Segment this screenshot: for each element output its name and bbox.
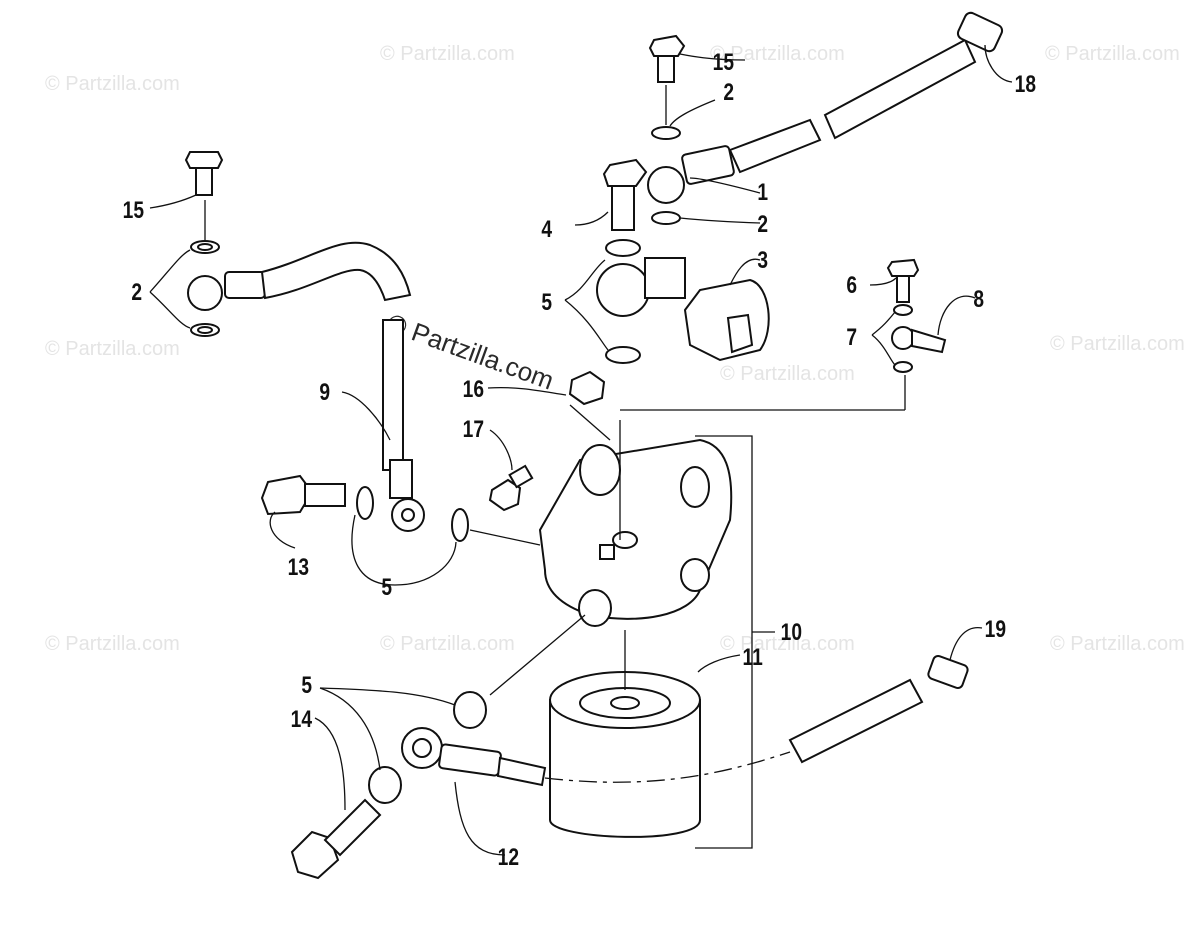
mount-hole-right bbox=[680, 466, 710, 508]
hose-1-far bbox=[823, 38, 977, 140]
washer-5-right bbox=[451, 508, 469, 542]
callout-15-top: 15 bbox=[713, 48, 734, 76]
upper-center-assembly bbox=[596, 11, 1004, 364]
bolt-13-shank bbox=[304, 483, 346, 507]
hose-9 bbox=[382, 319, 404, 471]
washer-5-bottom bbox=[605, 346, 641, 364]
filter-body bbox=[549, 699, 701, 838]
callout-5-left: 5 bbox=[381, 573, 392, 601]
watermark-text: © Partzilla.com bbox=[720, 363, 855, 385]
lower-line-assembly bbox=[290, 614, 969, 880]
watermark-text: © Partzilla.com bbox=[1050, 633, 1185, 655]
oil-filter-11 bbox=[549, 630, 701, 838]
banjo-1 bbox=[647, 166, 685, 204]
mount-hole-left bbox=[579, 444, 621, 496]
fitting-8 bbox=[911, 328, 947, 354]
bolt-17 bbox=[488, 478, 522, 512]
callout-2-top: 2 bbox=[723, 78, 734, 106]
callout-5-top: 5 bbox=[541, 288, 552, 316]
callout-2-mid: 2 bbox=[757, 210, 768, 238]
callout-12: 12 bbox=[498, 843, 519, 871]
watermark-text: © Partzilla.com bbox=[1045, 43, 1180, 65]
callout-6: 6 bbox=[846, 271, 857, 299]
watermark-text: © Partzilla.com bbox=[380, 43, 515, 65]
callout-15-left: 15 bbox=[123, 196, 144, 224]
banjo-bolt-15-left bbox=[195, 164, 213, 196]
callout-10: 10 bbox=[781, 618, 802, 646]
washer-7-top bbox=[893, 304, 913, 316]
bolt-13-assembly bbox=[260, 474, 541, 546]
callout-13: 13 bbox=[288, 553, 309, 581]
left-oil-line-assembly bbox=[184, 151, 425, 532]
callout-3: 3 bbox=[757, 246, 768, 274]
hose-crimp bbox=[224, 271, 266, 299]
hose-19 bbox=[788, 678, 924, 764]
clamp-19 bbox=[927, 654, 969, 690]
hose-9-crimp bbox=[389, 459, 413, 499]
bolt-14-shank bbox=[323, 798, 382, 857]
hose-12-crimp bbox=[438, 743, 502, 777]
hose-12 bbox=[496, 756, 547, 787]
fitting-8-eye bbox=[891, 326, 915, 350]
watermark-text: © Partzilla.com bbox=[45, 73, 180, 95]
leader-lines bbox=[149, 44, 1013, 856]
bracket-10 bbox=[695, 435, 753, 849]
banjo-fitting bbox=[187, 275, 223, 311]
watermark-text: © Partzilla.com bbox=[45, 633, 180, 655]
solenoid-3 bbox=[683, 278, 770, 362]
callout-labels: 15 2 9 16 17 13 5 4 5 15 2 1 2 3 18 6 8 … bbox=[123, 48, 1036, 871]
callout-11: 11 bbox=[743, 643, 763, 671]
side-port bbox=[680, 558, 710, 592]
callout-19: 19 bbox=[985, 615, 1006, 643]
check-valve bbox=[644, 257, 686, 299]
callout-17: 17 bbox=[463, 415, 484, 443]
outlet-port bbox=[578, 589, 612, 627]
banjo-bolt-14-head bbox=[290, 830, 340, 880]
right-fitting-assembly bbox=[886, 258, 947, 373]
hose-upper-left bbox=[260, 241, 412, 302]
callout-18: 18 bbox=[1015, 70, 1036, 98]
washer-2-mid bbox=[651, 211, 681, 225]
callout-7: 7 bbox=[846, 323, 857, 351]
watermark-text: © Partzilla.com bbox=[1050, 333, 1185, 355]
filter-head-assembly bbox=[488, 370, 906, 627]
callout-9: 9 bbox=[319, 378, 330, 406]
callout-2-left: 2 bbox=[131, 278, 142, 306]
callout-16: 16 bbox=[463, 375, 484, 403]
callout-5-lower: 5 bbox=[301, 671, 312, 699]
washer-5-top bbox=[605, 239, 641, 257]
washer-7-bottom bbox=[893, 361, 913, 373]
banjo-bolt-13 bbox=[260, 474, 314, 516]
bolt-4-head bbox=[602, 158, 648, 187]
watermark-text: © Partzilla.com bbox=[720, 633, 855, 655]
callout-1: 1 bbox=[757, 178, 768, 206]
bolt-head bbox=[184, 151, 224, 169]
callout-4: 4 bbox=[541, 215, 552, 243]
watermark-text: © Partzilla.com bbox=[380, 633, 515, 655]
washer-5-left bbox=[356, 486, 374, 520]
plug-16-head bbox=[568, 370, 606, 406]
plug-16 bbox=[599, 544, 615, 560]
watermark-text: © Partzilla.com bbox=[45, 338, 180, 360]
hose-1-crimp bbox=[681, 145, 735, 185]
callout-14: 14 bbox=[291, 705, 312, 733]
clamp-18 bbox=[956, 11, 1004, 53]
banjo-5 bbox=[596, 263, 650, 317]
washer-5-lower-a bbox=[368, 766, 402, 804]
filter-head bbox=[538, 438, 733, 620]
bolt-15-head bbox=[648, 34, 686, 57]
callout-8: 8 bbox=[973, 285, 984, 313]
washer-5-lower-b bbox=[453, 691, 487, 729]
washer-2-top bbox=[651, 126, 681, 140]
hose-1 bbox=[728, 118, 822, 174]
